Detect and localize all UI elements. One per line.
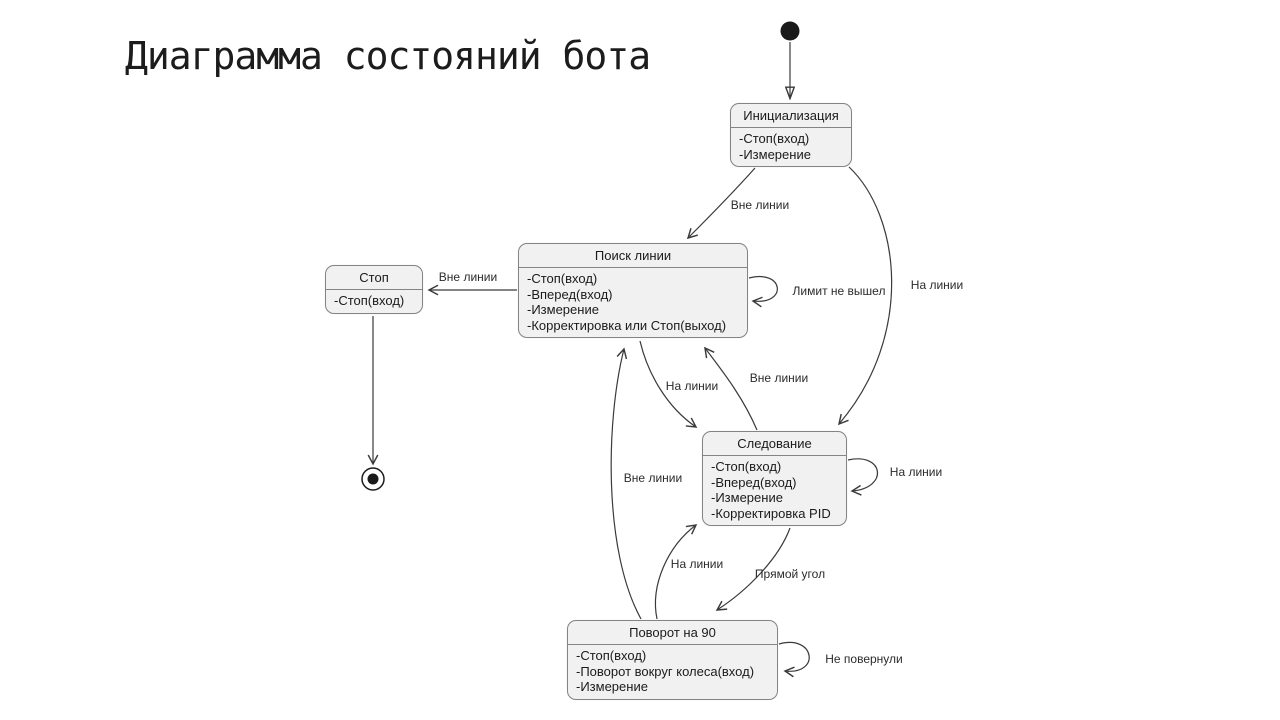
state-action: -Стоп(вход): [334, 293, 405, 308]
state-action: -Вперед(вход): [527, 286, 613, 302]
state-follow: Следование -Стоп(вход) -Вперед(вход) -Из…: [702, 431, 847, 526]
state-follow-title: Следование: [703, 432, 846, 456]
state-action: -Корректировка или Стоп(выход): [527, 317, 727, 333]
transition-label-turn-to-follow: На линии: [670, 557, 724, 571]
transition-label-search-to-stop: Вне линии: [438, 270, 498, 284]
transition-label-init-to-follow: На линии: [910, 278, 964, 292]
state-turn-title: Поворот на 90: [568, 621, 777, 645]
transition-label-init-to-search: Вне линии: [730, 198, 790, 212]
state-stop: Стоп -Стоп(вход): [325, 265, 423, 314]
state-action: -Стоп(вход): [576, 648, 647, 663]
transition-label-follow-self: На линии: [889, 465, 943, 479]
transition-follow-self: [847, 458, 879, 496]
transition-label-follow-to-search: Вне линии: [749, 371, 809, 385]
state-init-actions: -Стоп(вход) -Измерение: [731, 128, 851, 166]
transition-label-turn-self: Не повернули: [825, 652, 903, 666]
state-init-title: Инициализация: [731, 104, 851, 128]
transition-label-turn-to-search: Вне линии: [623, 471, 683, 485]
transition-turn-to-follow: [654, 524, 698, 620]
transition-label-search-self: Лимит не вышел: [792, 284, 886, 298]
state-search-title: Поиск линии: [519, 244, 747, 268]
final-state-icon: [361, 467, 385, 491]
state-follow-actions: -Стоп(вход) -Вперед(вход) -Измерение -Ко…: [703, 456, 846, 525]
state-action: -Стоп(вход): [527, 271, 598, 286]
state-search-actions: -Стоп(вход) -Вперед(вход) -Измерение -Ко…: [519, 268, 747, 337]
transition-label-search-to-follow: На линии: [665, 379, 719, 393]
transition-turn-self: [778, 641, 810, 678]
state-action: -Корректировка PID: [711, 505, 831, 521]
state-action: -Измерение: [711, 490, 783, 505]
transition-label-follow-to-turn: Прямой угол: [754, 567, 826, 581]
state-action: -Измерение: [527, 302, 599, 317]
diagram-title: Диаграмма состояний бота: [125, 34, 651, 78]
state-turn: Поворот на 90 -Стоп(вход) -Поворот вокру…: [567, 620, 778, 700]
state-action: -Измерение: [739, 146, 811, 162]
state-action: -Стоп(вход): [711, 459, 782, 474]
transition-search-self: [748, 275, 778, 308]
state-turn-actions: -Стоп(вход) -Поворот вокруг колеса(вход)…: [568, 645, 777, 699]
state-action: -Стоп(вход): [739, 131, 810, 146]
state-action: -Поворот вокруг колеса(вход): [576, 663, 755, 679]
state-search: Поиск линии -Стоп(вход) -Вперед(вход) -И…: [518, 243, 748, 338]
state-stop-title: Стоп: [326, 266, 422, 290]
state-action: -Измерение: [576, 679, 648, 694]
state-init: Инициализация -Стоп(вход) -Измерение: [730, 103, 852, 167]
state-action: -Вперед(вход): [711, 474, 797, 490]
initial-state-icon: [780, 21, 800, 41]
state-stop-actions: -Стоп(вход): [326, 290, 422, 313]
